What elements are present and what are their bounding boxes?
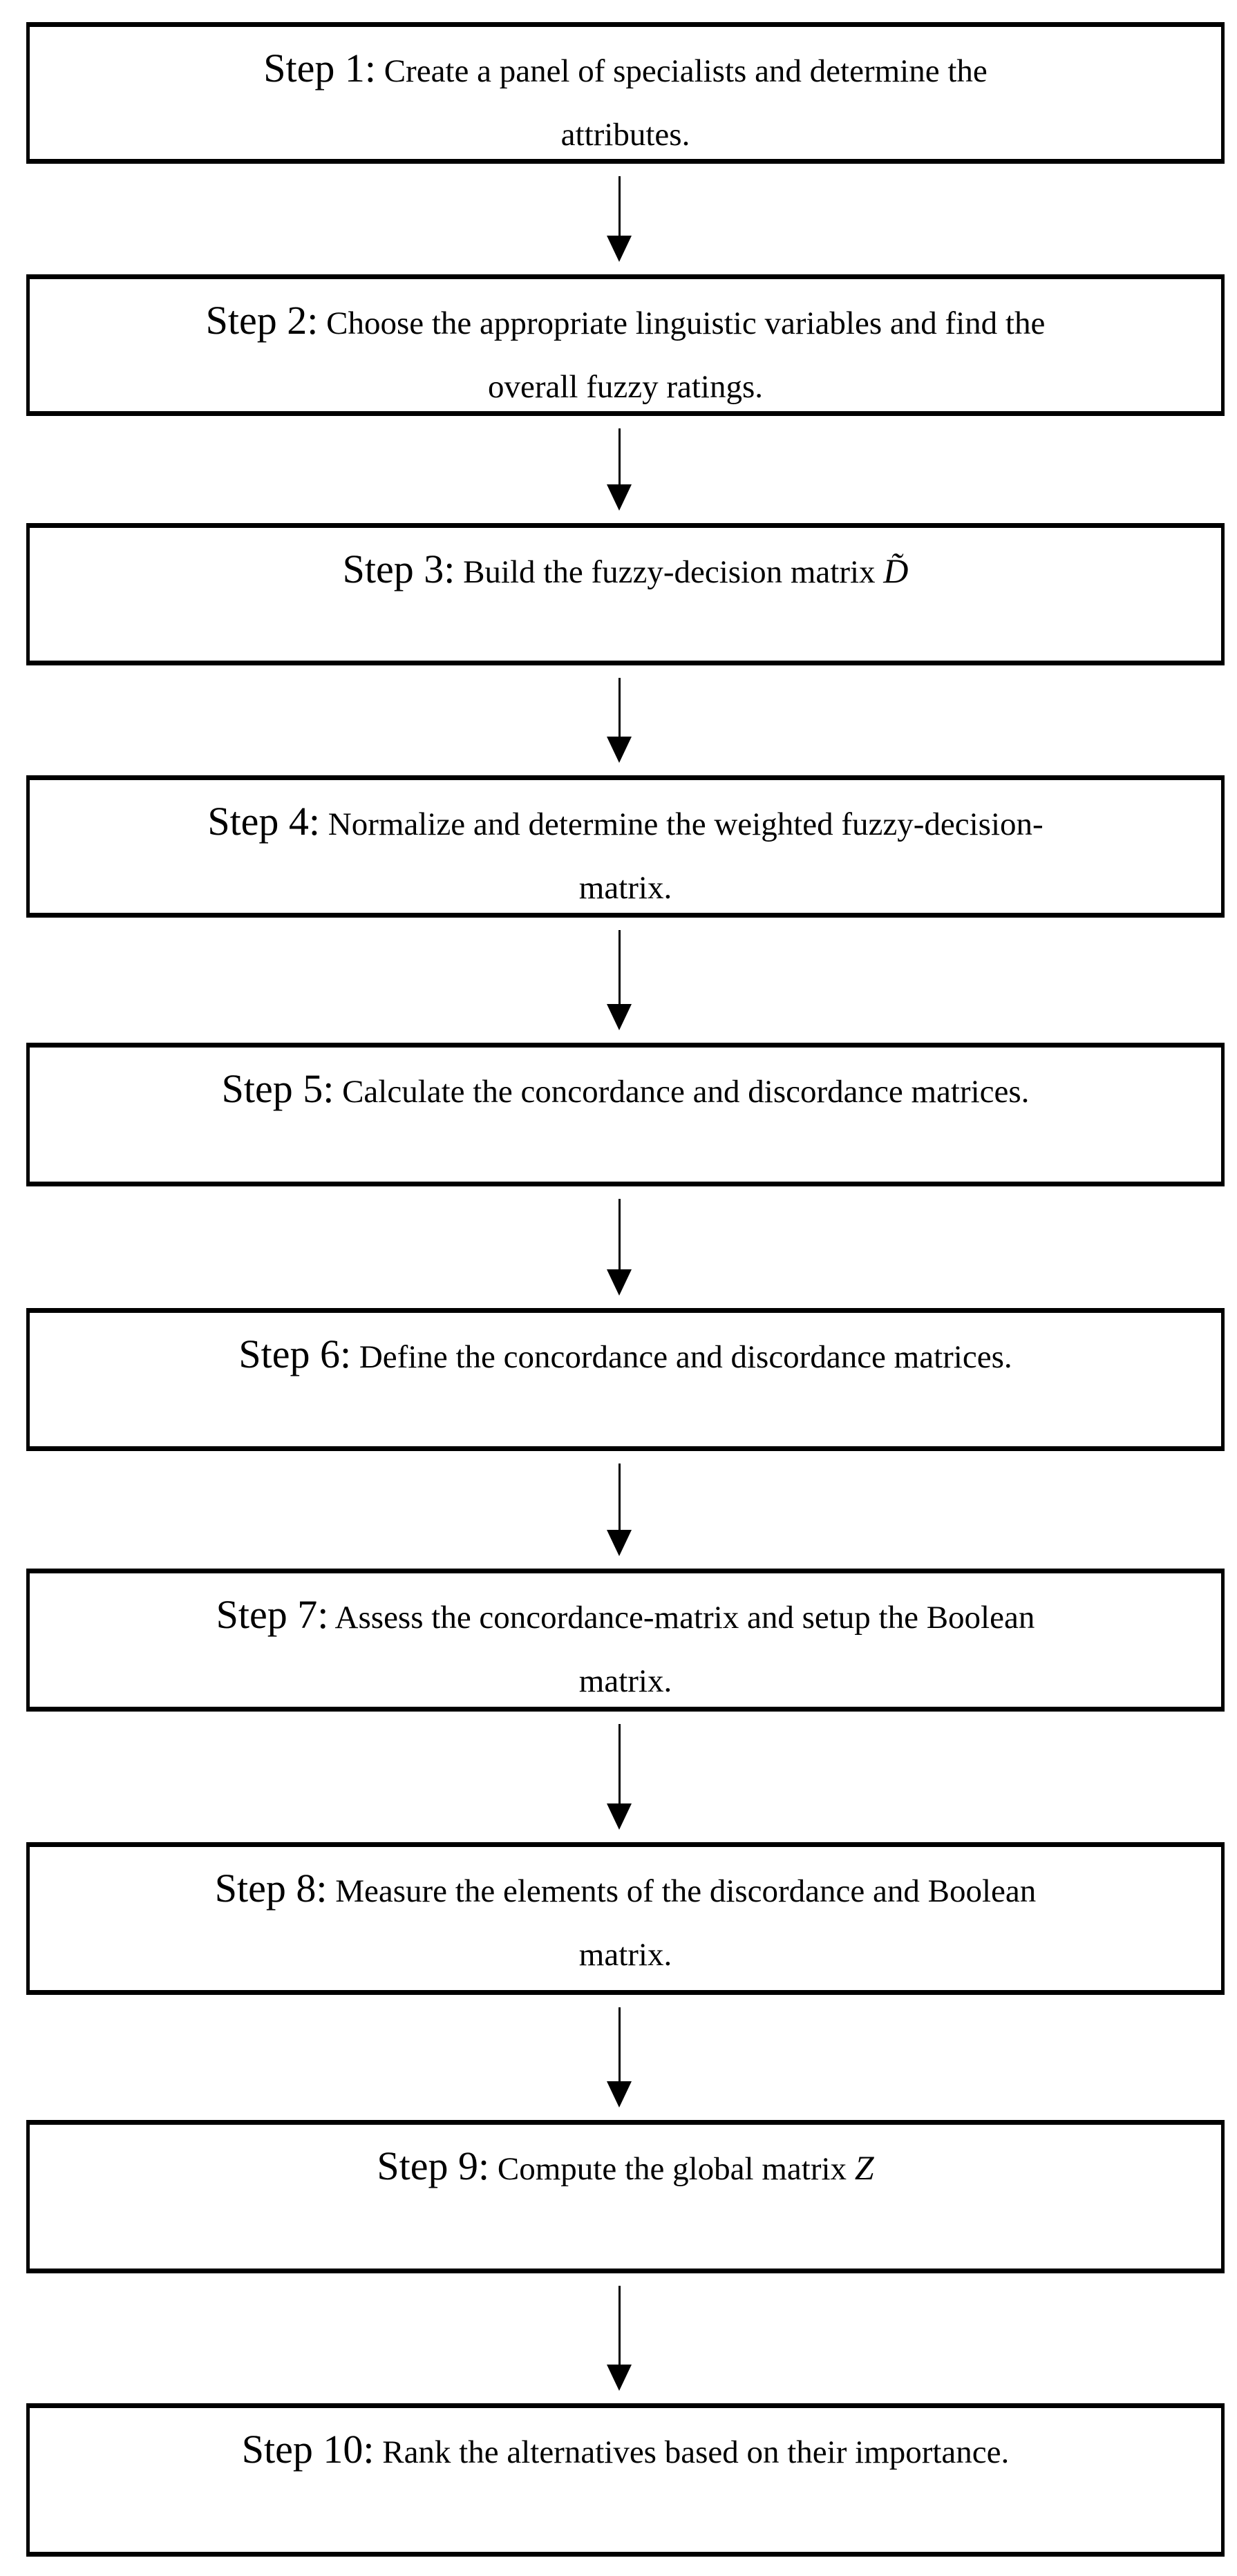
step-line1: Normalize and determine the weighted fuz… (328, 806, 1044, 842)
step-label: Step 6: (238, 1332, 352, 1376)
step-line1: Rank the alternatives based on their imp… (382, 2434, 1010, 2470)
step-line1: Define the concordance and discordance m… (359, 1339, 1012, 1375)
step-line1: Create a panel of specialists and determ… (384, 53, 988, 89)
down-arrow-icon (607, 1724, 632, 1830)
step-line2: matrix. (578, 1937, 672, 1973)
step-line1: Compute the global matrix (497, 2151, 847, 2187)
down-arrow-icon (607, 1199, 632, 1296)
step-text: Step 10: Rank the alternatives based on … (50, 2418, 1200, 2484)
step-label: Step 2: (205, 298, 319, 343)
step-line2: matrix. (578, 1663, 672, 1699)
down-arrow-icon (607, 2286, 632, 2391)
step-box-1: Step 1: Create a panel of specialists an… (26, 22, 1225, 164)
step-text: Step 7: Assess the concordance-matrix an… (50, 1583, 1200, 1649)
step-text: Step 9: Compute the global matrix Z (50, 2134, 1200, 2201)
math-symbol: Z (854, 2148, 874, 2187)
step-line2: matrix. (578, 870, 672, 906)
step-line1: Choose the appropriate linguistic variab… (326, 305, 1046, 341)
step-label: Step 3: (342, 547, 455, 591)
step-label: Step 8: (214, 1866, 328, 1911)
step-line1: Calculate the concordance and discordanc… (342, 1074, 1030, 1110)
step-box-9: Step 9: Compute the global matrix Z (26, 2120, 1225, 2273)
step-line1: Assess the concordance-matrix and setup … (334, 1600, 1035, 1636)
down-arrow-icon (607, 176, 632, 262)
step-line1: Build the fuzzy-decision matrix (463, 554, 876, 590)
step-text: Step 3: Build the fuzzy-decision matrix … (50, 538, 1200, 604)
step-text: Step 2: Choose the appropriate linguisti… (50, 289, 1200, 355)
step-label: Step 5: (221, 1066, 334, 1111)
step-text: Step 8: Measure the elements of the disc… (50, 1857, 1200, 1923)
step-label: Step 1: (263, 46, 376, 91)
down-arrow-icon (607, 930, 632, 1030)
down-arrow-icon (607, 1464, 632, 1556)
step-text: Step 5: Calculate the concordance and di… (50, 1057, 1200, 1124)
step-label: Step 4: (207, 799, 321, 844)
down-arrow-icon (607, 2007, 632, 2108)
step-line1: Measure the elements of the discordance … (335, 1873, 1037, 1909)
step-box-5: Step 5: Calculate the concordance and di… (26, 1043, 1225, 1186)
step-box-10: Step 10: Rank the alternatives based on … (26, 2403, 1225, 2557)
step-line2: attributes. (560, 117, 690, 153)
step-box-4: Step 4: Normalize and determine the weig… (26, 775, 1225, 918)
step-box-7: Step 7: Assess the concordance-matrix an… (26, 1569, 1225, 1712)
step-text: Step 4: Normalize and determine the weig… (50, 790, 1200, 856)
math-symbol: D̃ (883, 551, 909, 590)
step-box-6: Step 6: Define the concordance and disco… (26, 1308, 1225, 1451)
step-label: Step 10: (241, 2427, 375, 2472)
step-label: Step 9: (377, 2143, 490, 2188)
step-box-2: Step 2: Choose the appropriate linguisti… (26, 274, 1225, 416)
step-text: Step 1: Create a panel of specialists an… (50, 37, 1200, 103)
step-label: Step 7: (216, 1592, 329, 1637)
step-text: Step 6: Define the concordance and disco… (50, 1323, 1200, 1389)
step-line2: overall fuzzy ratings. (487, 369, 764, 405)
step-box-8: Step 8: Measure the elements of the disc… (26, 1842, 1225, 1995)
down-arrow-icon (607, 428, 632, 511)
down-arrow-icon (607, 678, 632, 763)
step-box-3: Step 3: Build the fuzzy-decision matrix … (26, 523, 1225, 665)
